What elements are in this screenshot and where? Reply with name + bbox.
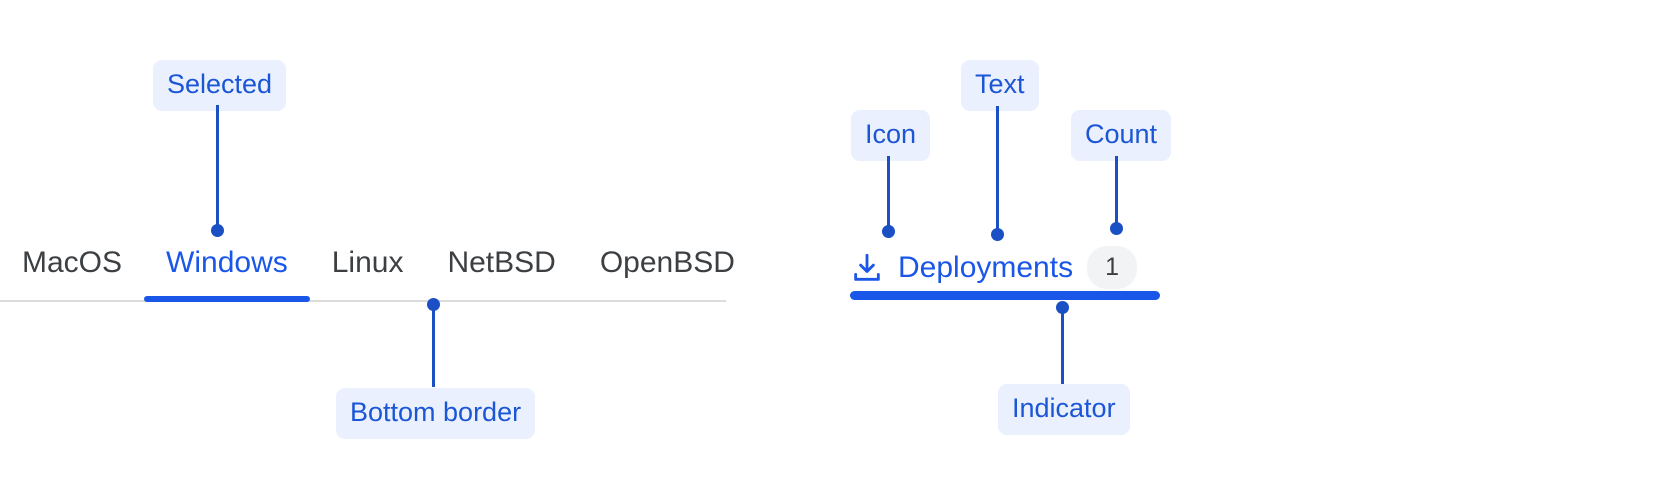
tab-macos[interactable]: MacOS <box>0 248 144 300</box>
download-icon <box>854 253 880 281</box>
callout-bottom-border: Bottom border <box>336 388 536 439</box>
tab-deployments[interactable]: Deployments 1 <box>850 246 1138 289</box>
tab-deployments-count-badge: 1 <box>1087 246 1138 289</box>
callout-selected: Selected <box>153 60 287 111</box>
tab-label: OpenBSD <box>599 246 735 279</box>
callout-icon: Icon <box>851 110 931 161</box>
leader-dot-count <box>1110 222 1123 235</box>
tab-windows[interactable]: Windows <box>144 246 310 302</box>
leader-line-text <box>996 106 999 233</box>
tab-bar-os: MacOS Windows Linux NetBSD OpenBSD <box>0 248 735 302</box>
tab-selected-underline <box>144 296 310 302</box>
tab-linux[interactable]: Linux <box>310 248 426 300</box>
tab-label: NetBSD <box>447 246 556 279</box>
tab-label: Linux <box>331 246 404 279</box>
callout-text: Text <box>961 60 1039 111</box>
tab-list-os: MacOS Windows Linux NetBSD OpenBSD <box>0 246 757 302</box>
leader-line-indicator <box>1061 307 1064 384</box>
tab-deployments-indicator <box>850 291 1160 300</box>
tab-netbsd[interactable]: NetBSD <box>425 248 577 300</box>
leader-line-selected <box>216 105 219 230</box>
callout-count: Count <box>1071 110 1172 161</box>
tab-label: Windows <box>166 246 288 279</box>
callout-indicator: Indicator <box>998 384 1130 435</box>
tab-openbsd[interactable]: OpenBSD <box>578 248 757 300</box>
leader-dot-text <box>991 228 1004 241</box>
leader-dot-icon <box>882 225 895 238</box>
tab-deployments-label: Deployments <box>898 250 1074 284</box>
leader-line-bottom-border <box>432 304 435 387</box>
leader-dot-selected <box>211 224 224 237</box>
leader-line-count <box>1115 156 1118 228</box>
leader-line-icon <box>887 156 890 232</box>
tab-label: MacOS <box>22 246 123 279</box>
